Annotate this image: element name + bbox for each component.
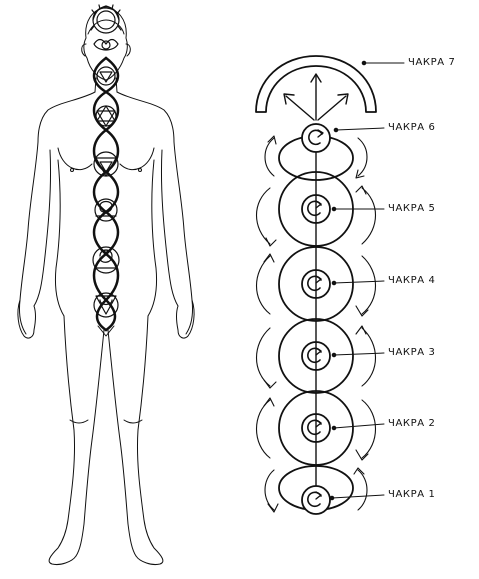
- label-chakra7: ЧАКРА 7: [408, 57, 456, 68]
- label-chakra2: ЧАКРА 2: [388, 418, 436, 429]
- arm-inner-right: [160, 149, 179, 307]
- energy-flow-arcs: [256, 135, 376, 513]
- leader-chakra6: [335, 127, 385, 131]
- chakra-3-node: [278, 318, 354, 394]
- nipple-left: [70, 168, 74, 172]
- chakra-6-node: [278, 123, 354, 181]
- chakra-column: [255, 55, 377, 515]
- chakra-2-node: [278, 390, 354, 466]
- chakra-4-node: [278, 246, 354, 322]
- label-chakra3: ЧАКРА 3: [388, 347, 436, 358]
- knee-right: [123, 419, 143, 424]
- label-chakra6: ЧАКРА 6: [388, 122, 436, 133]
- label-chakra1: ЧАКРА 1: [388, 489, 436, 500]
- hair-line: [87, 19, 125, 35]
- third-eye-icon: [93, 38, 119, 51]
- leader-chakra2: [333, 423, 385, 429]
- root-base-icon: [93, 292, 119, 318]
- label-chakra5: ЧАКРА 5: [388, 203, 436, 214]
- lotus-crown-icon: [90, 4, 122, 34]
- ear-right: [125, 43, 131, 57]
- crotch: [97, 325, 115, 337]
- waist-right: [147, 159, 157, 317]
- head-outline: [83, 7, 128, 81]
- leg-right-outer: [135, 315, 164, 565]
- waist-left: [55, 159, 65, 317]
- human-figure: [17, 7, 195, 565]
- hand-left: [17, 299, 36, 339]
- hexagram-icon: [95, 105, 117, 127]
- breast-left: [57, 147, 93, 170]
- leg-left-outer: [48, 315, 77, 565]
- leg-right-inner: [107, 329, 137, 557]
- leader-chakra4: [333, 280, 385, 284]
- root-chakra-icon: [92, 246, 120, 274]
- leg-left-inner: [75, 329, 105, 557]
- arm-inner-left: [33, 149, 52, 307]
- knee-left: [69, 419, 89, 424]
- triangle-icon: [93, 151, 119, 177]
- hand-right: [176, 299, 195, 339]
- crown-dome: [255, 55, 377, 113]
- nipple-right: [138, 168, 142, 172]
- leader-chakra3: [333, 352, 385, 356]
- body-chakra-symbols: [90, 4, 122, 318]
- body-energy-channel: [92, 56, 120, 332]
- breast-right: [119, 147, 155, 170]
- label-chakra4: ЧАКРА 4: [388, 275, 436, 286]
- sacral-chakra-icon: [94, 198, 118, 222]
- leader-chakra1: [331, 494, 385, 499]
- throat-chakra-icon: [96, 66, 116, 86]
- crown-arrows: [283, 73, 349, 121]
- ear-left: [81, 43, 87, 57]
- chakra-1-node: [278, 465, 354, 515]
- label-leaders: [329, 60, 405, 501]
